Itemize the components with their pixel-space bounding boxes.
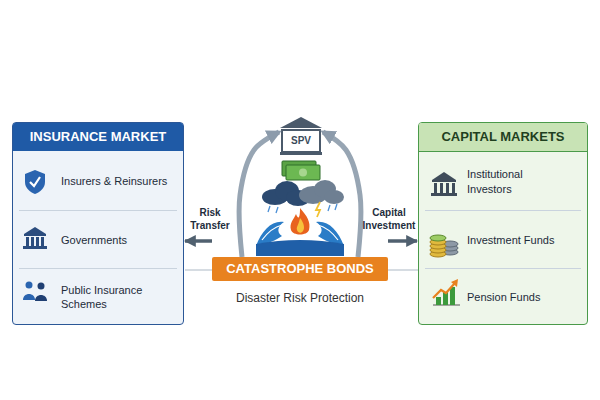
row-label: Insurers & Reinsurers xyxy=(61,174,167,188)
market-row: Pension Funds xyxy=(425,271,581,323)
money-bill xyxy=(282,161,316,176)
wave xyxy=(256,222,284,246)
building-base xyxy=(280,152,322,155)
banner-label: CATASTROPHE BONDS xyxy=(212,257,388,281)
thin-line xyxy=(388,269,418,271)
market-row: Institutional Investors xyxy=(425,153,581,211)
wave xyxy=(316,222,344,246)
market-row: Governments xyxy=(19,213,177,269)
subtitle-label: Disaster Risk Protection xyxy=(212,291,388,305)
row-label: Pension Funds xyxy=(467,290,540,304)
money-bill xyxy=(286,165,320,180)
spv-building: SPV xyxy=(279,116,323,156)
bond-banner: CATASTROPHE BONDS xyxy=(212,257,388,281)
thin-line xyxy=(185,269,212,271)
building-roof xyxy=(280,117,322,128)
fire-core xyxy=(297,218,304,233)
edge-label: Capital Investment xyxy=(360,206,418,232)
market-panel: CAPITAL MARKETS Institutional InvestorsIn… xyxy=(418,122,588,325)
edge-label: Risk Transfer xyxy=(186,206,234,232)
storm-cloud xyxy=(324,190,344,204)
storm-cloud xyxy=(314,180,336,198)
lightning-bolt xyxy=(316,202,320,217)
cycle-arrow xyxy=(323,132,361,257)
bill-seal xyxy=(299,169,307,177)
storm-cloud xyxy=(299,186,327,204)
panel-header: INSURANCE MARKET xyxy=(13,123,183,151)
row-label: Public Insurance Schemes xyxy=(61,283,175,312)
market-row: Public Insurance Schemes xyxy=(19,271,177,323)
market-panel: INSURANCE MARKET Insurers & ReinsurersGov… xyxy=(12,122,184,325)
disaster-illustration xyxy=(256,161,344,256)
market-row: Investment Funds xyxy=(425,213,581,269)
wave-crest xyxy=(318,225,338,240)
row-label: Institutional Investors xyxy=(467,167,561,196)
row-label: Governments xyxy=(61,233,127,247)
flow-arrow xyxy=(388,239,417,243)
spv-label: SPV xyxy=(279,130,323,152)
cycle-arrow xyxy=(239,132,279,257)
panel-header: CAPITAL MARKETS xyxy=(419,123,587,152)
wave-crest xyxy=(262,225,282,240)
storm-cloud xyxy=(286,190,310,206)
row-label: Investment Funds xyxy=(467,233,554,247)
rain-drops xyxy=(268,204,337,213)
water xyxy=(256,240,344,256)
storm-cloud xyxy=(275,181,299,201)
storm-cloud xyxy=(262,189,288,205)
fire-flame xyxy=(291,208,310,235)
flow-arrow xyxy=(185,239,212,243)
market-row: Insurers & Reinsurers xyxy=(19,153,177,211)
